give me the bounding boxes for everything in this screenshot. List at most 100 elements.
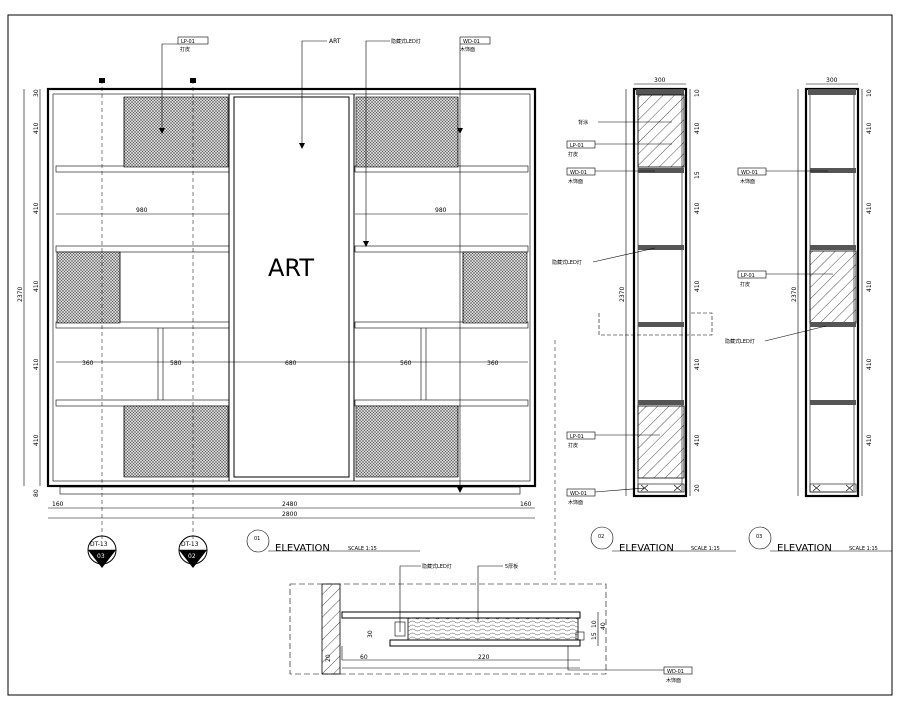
svg-text:40: 40 — [600, 622, 607, 630]
svg-text:ELEVATION: ELEVATION — [275, 543, 330, 554]
elevation-title-01: 01 ELEVATION SCALE 1:15 — [246, 529, 420, 554]
cabinet-outer-frame — [46, 87, 537, 488]
callout-back: 背涂 — [578, 119, 672, 126]
svg-text:2800: 2800 — [282, 511, 297, 518]
elevation-02: 300 410 410 410 410 410 10 15 20 2370 背涂… — [552, 77, 736, 580]
hatched-panel — [637, 94, 685, 168]
svg-text:WD-01: WD-01 — [463, 39, 480, 45]
art-label: ART — [268, 254, 314, 282]
svg-text:ELEVATION: ELEVATION — [619, 543, 674, 554]
detail-section: 30 60 220 20 15 10 40 隐藏式LED灯 5厚板 WD-01 … — [289, 563, 693, 684]
svg-text:木饰面: 木饰面 — [568, 499, 583, 506]
svg-text:20: 20 — [325, 654, 332, 662]
callout-art: ART — [299, 38, 341, 149]
callout-wood-2: WD-01 木饰面 — [566, 487, 646, 506]
svg-text:WD-01: WD-01 — [667, 669, 684, 675]
svg-text:03: 03 — [97, 553, 105, 560]
callout-led: 隐藏式LED灯 — [725, 325, 827, 345]
svg-text:LP-01: LP-01 — [570, 434, 584, 440]
svg-text:WD-01: WD-01 — [741, 170, 758, 176]
svg-text:580: 580 — [170, 360, 182, 367]
svg-text:10: 10 — [866, 89, 873, 97]
svg-text:410: 410 — [33, 122, 40, 134]
callout-wood: WD-01 木饰面 — [457, 36, 491, 493]
svg-text:10: 10 — [694, 89, 701, 97]
svg-text:隐藏式LED灯: 隐藏式LED灯 — [422, 563, 452, 570]
svg-text:打皮: 打皮 — [740, 281, 750, 288]
dimension-980: 980 980 — [56, 207, 528, 215]
elevation-01: ART LP-01 打皮 ART 隐藏式LED灯 WD-01 木饰面 — [17, 36, 537, 568]
svg-text:5厚板: 5厚板 — [505, 563, 518, 570]
svg-text:LP-01: LP-01 — [741, 273, 755, 279]
svg-text:木饰面: 木饰面 — [460, 46, 475, 53]
svg-text:410: 410 — [33, 434, 40, 446]
svg-text:360: 360 — [487, 360, 499, 367]
svg-text:WD-01: WD-01 — [570, 170, 587, 176]
svg-text:560: 560 — [400, 360, 412, 367]
svg-text:30: 30 — [367, 630, 374, 638]
svg-text:15: 15 — [591, 632, 598, 640]
section-marker-02: DT-13 02 — [178, 535, 208, 568]
dimension-bottom: 2480 2800 160 160 — [48, 501, 535, 519]
svg-text:DT-13: DT-13 — [181, 541, 199, 548]
dimension-chain-left: 410 410 410 410 410 2370 80 30 — [17, 89, 41, 497]
svg-text:980: 980 — [136, 207, 148, 214]
svg-text:410: 410 — [866, 280, 873, 292]
svg-text:410: 410 — [866, 434, 873, 446]
callout-wood: WD-01 木饰面 — [737, 167, 828, 185]
leather-panel — [462, 251, 528, 324]
hatched-panel — [637, 405, 685, 479]
svg-text:隐藏式LED灯: 隐藏式LED灯 — [391, 38, 421, 45]
svg-text:300: 300 — [826, 77, 838, 84]
leather-panel — [123, 96, 229, 168]
callout-leather: LP-01 打皮 — [737, 270, 833, 288]
svg-text:DT-13: DT-13 — [90, 541, 108, 548]
callout-led: 隐藏式LED灯 — [363, 38, 421, 247]
svg-text:410: 410 — [694, 202, 701, 214]
wall-hatch — [321, 583, 341, 675]
svg-text:WD-01: WD-01 — [570, 491, 587, 497]
callout-board: 5厚板 — [477, 563, 518, 622]
svg-text:打皮: 打皮 — [568, 151, 578, 158]
svg-text:打皮: 打皮 — [180, 46, 190, 53]
callout-led: 隐藏式LED灯 — [552, 247, 656, 266]
svg-text:30: 30 — [33, 89, 40, 97]
hatched-panel — [809, 250, 857, 324]
svg-text:SCALE 1:15: SCALE 1:15 — [348, 546, 377, 552]
svg-text:木饰面: 木饰面 — [666, 677, 681, 684]
svg-text:2370: 2370 — [17, 287, 24, 302]
svg-text:打皮: 打皮 — [568, 442, 578, 449]
dimension-row-mid: 360 580 680 560 360 — [56, 360, 528, 367]
svg-text:2480: 2480 — [282, 501, 297, 508]
svg-text:木饰面: 木饰面 — [568, 178, 583, 185]
leather-panel — [56, 251, 121, 324]
svg-text:410: 410 — [866, 122, 873, 134]
elevation-03: 300 410 410 410 410 410 10 2370 WD-01 木饰… — [725, 77, 892, 554]
svg-text:160: 160 — [52, 501, 64, 508]
svg-text:160: 160 — [520, 501, 532, 508]
svg-text:80: 80 — [33, 489, 40, 497]
svg-text:隐藏式LED灯: 隐藏式LED灯 — [552, 259, 582, 266]
svg-text:SCALE 1:15: SCALE 1:15 — [849, 546, 878, 552]
callout-leather: LP-01 打皮 — [566, 140, 672, 158]
elevation-title-02: 02 ELEVATION SCALE 1:15 — [590, 526, 736, 554]
callout-wood: WD-01 木饰面 — [566, 167, 655, 185]
svg-text:ART: ART — [329, 38, 341, 45]
svg-text:410: 410 — [33, 202, 40, 214]
svg-text:680: 680 — [285, 360, 297, 367]
svg-text:ELEVATION: ELEVATION — [777, 543, 832, 554]
elevation-title-03: 03 ELEVATION SCALE 1:15 — [748, 526, 892, 554]
svg-text:410: 410 — [866, 358, 873, 370]
svg-text:410: 410 — [33, 358, 40, 370]
callout-wood: WD-01 木饰面 — [567, 646, 693, 684]
svg-text:220: 220 — [478, 654, 490, 661]
svg-text:SCALE 1:15: SCALE 1:15 — [691, 546, 720, 552]
callout-leather-left: LP-01 打皮 — [159, 36, 209, 134]
callout-led: 隐藏式LED灯 — [399, 563, 452, 632]
svg-text:2370: 2370 — [791, 287, 798, 302]
section-marker-03: DT-13 03 — [87, 535, 117, 568]
svg-text:60: 60 — [360, 654, 368, 661]
svg-text:木饰面: 木饰面 — [740, 178, 755, 185]
leather-panel — [355, 405, 459, 478]
